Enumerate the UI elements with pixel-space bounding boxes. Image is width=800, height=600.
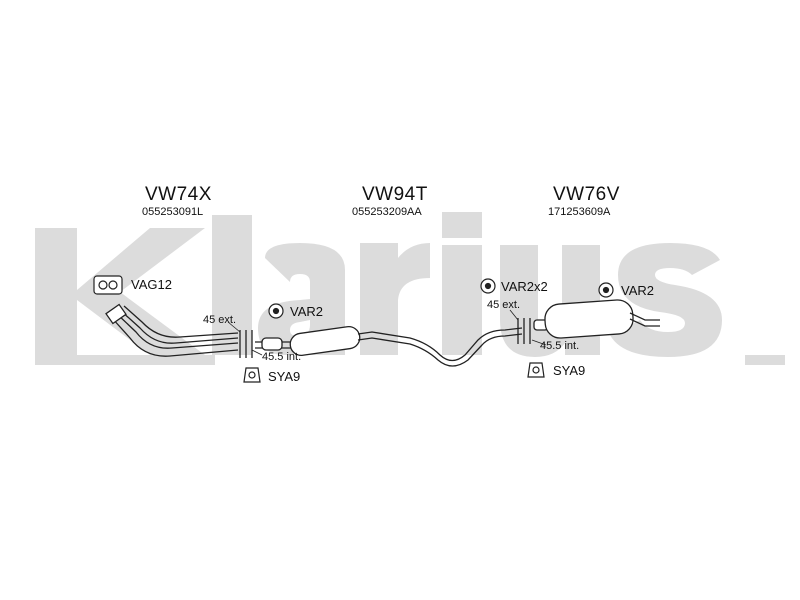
rubber-mount-icon-centre — [480, 278, 496, 294]
part-label-var2x2: VAR2x2 — [501, 279, 548, 294]
rear-clamp — [517, 318, 531, 344]
dimension-ext-front: 45 ext. — [203, 314, 237, 326]
part-label-var2-rear: VAR2 — [621, 283, 654, 298]
centre-section-vw94t — [255, 326, 523, 367]
dimension-leaders — [227, 309, 547, 356]
dimension-int-front: 45.5 int. — [262, 351, 302, 363]
clamp-icon-rear — [527, 362, 545, 378]
dimension-ext-rear: 45 ext. — [487, 299, 521, 311]
part-label-vag12: VAG12 — [131, 277, 172, 292]
rear-box-vw76v — [533, 299, 660, 339]
column-code-vw74x: VW74X — [145, 184, 212, 205]
front-pipe-vw74x — [105, 303, 239, 357]
part-label-sya9-front: SYA9 — [268, 369, 301, 384]
column-part-number-vw94t: 055253209AA — [352, 206, 422, 218]
part-label-sya9-rear: SYA9 — [553, 363, 586, 378]
column-part-number-vw74x: 055253091L — [142, 206, 204, 218]
rubber-mount-icon-front — [268, 303, 284, 319]
column-code-vw94t: VW94T — [362, 184, 428, 205]
dimension-int-rear: 45.5 int. — [540, 340, 580, 352]
part-label-var2-front: VAR2 — [290, 304, 323, 319]
gasket-icon — [93, 275, 123, 295]
clamp-icon-front — [243, 367, 261, 383]
column-part-number-vw76v: 171253609A — [548, 206, 611, 218]
rubber-mount-icon-rear — [598, 282, 614, 298]
front-clamp — [239, 330, 253, 358]
column-code-vw76v: VW76V — [553, 184, 620, 205]
